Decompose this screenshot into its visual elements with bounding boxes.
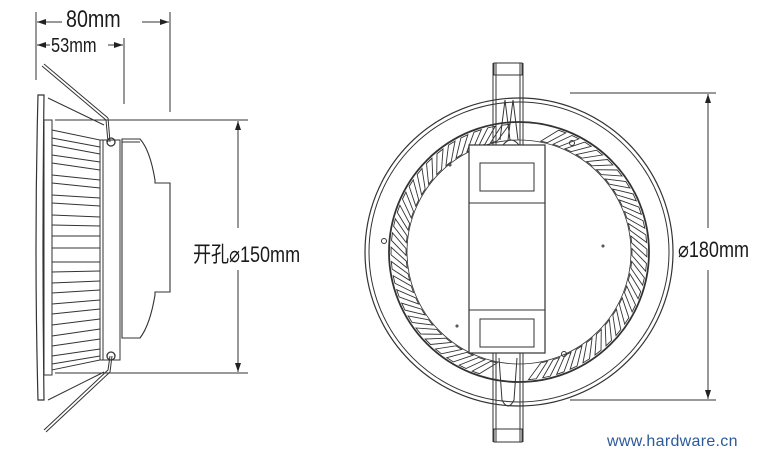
fin-ring: [390, 123, 648, 381]
top-spring-clip: [492, 62, 524, 145]
depth-dimension-lines: [35, 12, 171, 112]
outer-trim: [364, 97, 674, 407]
trim-flange: [35, 94, 45, 401]
diameter-dimension-lines: [570, 92, 716, 401]
bottom-spring-clip: [492, 353, 524, 443]
spring-clips: [41, 63, 113, 433]
heatsink-fins: [51, 129, 101, 371]
driver-housing: [121, 138, 171, 339]
body-depth-label: 53mm: [51, 35, 97, 57]
overall-depth-label: 80mm: [66, 6, 121, 33]
driver-box: [468, 144, 546, 354]
cutout-dimension-lines: [55, 119, 248, 374]
outer-diameter-label: ⌀180mm: [678, 237, 750, 262]
watermark-link[interactable]: www.hardware.cn: [607, 433, 738, 450]
inner-ring: [388, 121, 650, 383]
cutout-diameter-label: 开孔⌀150mm: [193, 242, 301, 267]
side-view: [35, 12, 248, 433]
front-view: [364, 62, 716, 443]
